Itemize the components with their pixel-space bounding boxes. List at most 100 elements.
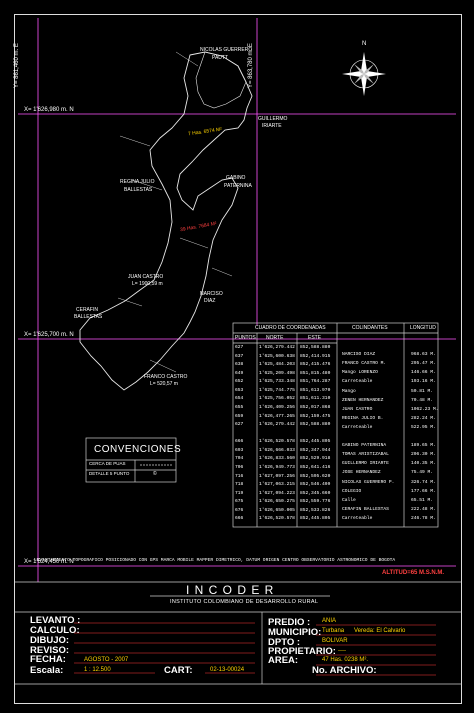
- colindante-longitud: 326.74 M.: [411, 479, 436, 485]
- coord-cell: 654: [235, 396, 244, 402]
- colindante-longitud: 140.35 M.: [411, 461, 436, 467]
- coord-cell: 1'625,744.775: [259, 387, 295, 393]
- grid-label-row3: X= 1'624,450 m. N: [24, 559, 74, 565]
- levanto-label: LEVANTO :: [30, 615, 81, 626]
- coord-cell: 851,764.287: [300, 379, 331, 385]
- map-label-gabino: GABINO: [226, 175, 246, 181]
- fecha-value: AGOSTO - 2007: [84, 657, 129, 663]
- coord-col-norte: NORTE: [266, 335, 284, 341]
- colindante-name: GABINO PATERNINA: [342, 443, 387, 449]
- coord-cell: 1'626,279.442: [259, 345, 295, 350]
- coord-cell: 1'625,484.203: [259, 362, 295, 368]
- coord-cell: 852,414.915: [300, 353, 331, 359]
- fecha-label: FECHA:: [30, 654, 66, 665]
- coord-cell: 1'626,833.560: [259, 456, 295, 462]
- coord-cell: 627: [235, 345, 244, 350]
- coord-cell: 1'626,520.578: [259, 439, 295, 445]
- coord-cell: 719: [235, 490, 244, 496]
- coord-cell: 1'626,279.442: [259, 422, 295, 428]
- archivo-label: No. ARCHIVO:: [312, 665, 377, 676]
- convenciones-box: [85, 437, 177, 483]
- colindante-name: Carreteable: [342, 515, 373, 521]
- map-label-juan-castro-l: L= 1900,59 m: [132, 281, 163, 287]
- coord-cell: 1'626,477.265: [259, 413, 295, 419]
- colindante-name: NARCISO DIAZ: [342, 352, 376, 358]
- convencion-punto-symbol: ©: [153, 471, 157, 477]
- colindante-longitud: 206.30 M.: [411, 452, 436, 458]
- map-label-narciso2: DIAZ: [204, 298, 216, 304]
- coord-cell: 852,445.805: [300, 516, 331, 522]
- coord-cell: 852,529.918: [300, 456, 331, 462]
- colindante-name: GUILLERMO IRIARTE: [342, 461, 389, 467]
- calculo-label: CALCULO:: [30, 625, 80, 636]
- convencion-cerca: CERCA DE PUAS: [89, 461, 126, 466]
- colindante-longitud: 75.49 M.: [411, 470, 434, 476]
- altitud-label: ALTITUD=65 M.S.N.M.: [382, 570, 445, 576]
- grid-lines: [18, 18, 456, 582]
- coord-cell: 1'625,733.348: [259, 379, 295, 385]
- colindante-longitud: 65.51 M.: [411, 497, 434, 503]
- colindante-name: FRANCO CASTRO M.: [342, 361, 387, 367]
- area-label: AREA:: [268, 655, 299, 666]
- coord-cell: 1'626,650.005: [259, 507, 295, 513]
- colindante-longitud: 189.65 M.: [411, 443, 436, 449]
- predio-value: ANIA: [322, 618, 337, 624]
- map-label-franco: FRANCO CASTRO: [144, 374, 188, 380]
- survey-tics: [117, 51, 233, 373]
- colindante-name: TOMAS ARISTIZABAL: [342, 452, 389, 458]
- property-boundary: [79, 51, 253, 391]
- colindante-longitud: 222.48 M.: [411, 506, 436, 512]
- coord-cell: 653: [235, 387, 244, 393]
- cart-value: 02-13-00024: [210, 667, 245, 673]
- predio-label: PREDIO :: [268, 617, 311, 628]
- map-label-cerafin: CERAFIN: [76, 307, 98, 313]
- form-underlines: [74, 622, 436, 676]
- coord-cell: 851,613.970: [300, 387, 331, 393]
- dibujo-label: DIBUJO:: [30, 635, 70, 646]
- coord-cell: 637: [235, 353, 244, 359]
- colindante-name: Carreteable: [342, 379, 373, 385]
- propietario-label: PROPIETARIO:: [268, 646, 336, 657]
- coord-cell: 1'627,094.223: [259, 490, 295, 496]
- convencion-punto: DETALLE 5 PUNTO: [89, 471, 130, 476]
- coord-cell: 1'626,949.773: [259, 465, 295, 470]
- colindante-longitud: 70.48 M.: [411, 397, 434, 403]
- longitud-col: LONGITUD: [410, 325, 436, 331]
- drawing-frame: [14, 14, 462, 704]
- municipio-value: Turbana: [322, 628, 345, 634]
- vereda-value: Vereda: El Calvario: [354, 628, 406, 634]
- coord-table-grid: [232, 322, 439, 528]
- coord-cell: 706: [235, 465, 244, 470]
- colindante-name: ZENEN HERNANDEZ: [342, 397, 384, 403]
- coord-cell: 638: [235, 362, 244, 368]
- coord-cell: 652: [235, 379, 244, 385]
- coord-cell: 1'626,520.578: [259, 516, 295, 522]
- grid-label-row2: X= 1'625,700 m. N: [24, 332, 74, 338]
- grid-label-row1: X= 1'626,980 m. N: [24, 107, 74, 113]
- coord-col-puntos: PUNTOS: [235, 335, 256, 341]
- coord-cell: 852,559.776: [300, 499, 331, 505]
- colindante-longitud: 193.16 M.: [411, 379, 436, 385]
- north-label: N: [362, 41, 367, 47]
- colindantes-col: COLINDANTES: [352, 325, 388, 331]
- coord-cell: 1'626,650.275: [259, 499, 295, 505]
- coord-cell: 676: [235, 507, 244, 513]
- map-label-paternina: PATERNINA: [224, 183, 252, 189]
- colindante-name: Calle: [342, 497, 356, 503]
- colindante-name: JOSE HERNANDEZ: [342, 470, 381, 476]
- coord-cell: 1'625,600.638: [259, 353, 295, 359]
- map-label-juan-castro: JUAN CASTRO: [128, 274, 164, 280]
- coord-cell: 1'626,409.256: [259, 405, 295, 410]
- municipio-label: MUNICIPIO:: [268, 627, 322, 638]
- coord-cell: 666: [235, 516, 244, 522]
- map-label-ballestas: BALLESTAS: [124, 187, 153, 193]
- map-label-franco2: L= 520,57 m: [150, 381, 178, 387]
- escala-label: Escala:: [30, 665, 64, 676]
- coord-cell: 852,415.476: [300, 362, 331, 368]
- colindante-name: Mango: [342, 388, 356, 394]
- escala-value: 1 : 12.500: [84, 667, 111, 673]
- cart-label: CART:: [164, 665, 193, 676]
- colindante-name: Mango LORENZO: [342, 370, 378, 376]
- coord-cell: 852,595.620: [300, 473, 331, 479]
